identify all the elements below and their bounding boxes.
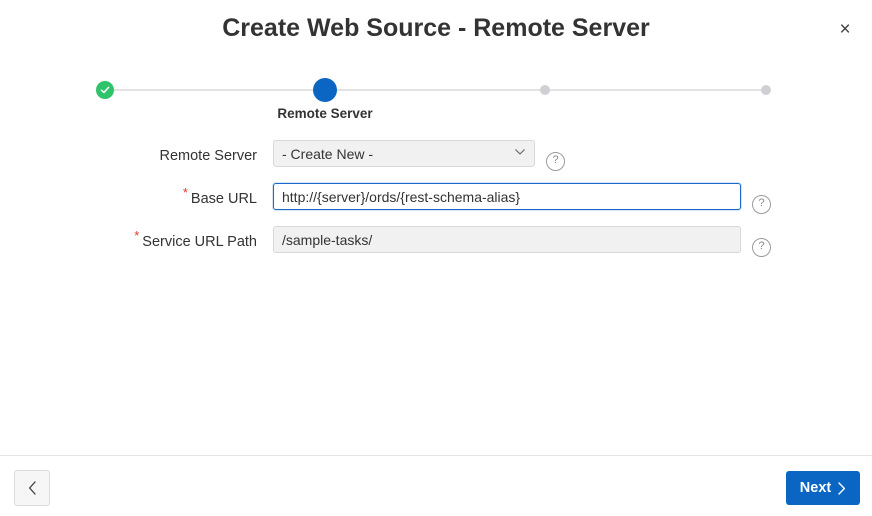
label-service-url-path: *Service URL Path [0, 229, 257, 250]
active-step-dot [313, 78, 337, 102]
form-row-base-url: *Base URL ? [0, 183, 872, 226]
wizard-stepper: Remote Server [96, 76, 776, 126]
step-1-completed[interactable] [96, 76, 114, 99]
chevron-left-icon [28, 481, 36, 495]
required-marker: * [182, 185, 188, 201]
control-service-url-path [273, 226, 741, 253]
base-url-input[interactable] [273, 183, 741, 210]
form-row-remote-server: Remote Server - Create New - ? [0, 140, 872, 183]
service-url-path-input[interactable] [273, 226, 741, 253]
check-icon [100, 86, 110, 94]
pending-step-dot [540, 85, 550, 95]
help-icon-remote-server[interactable]: ? [546, 152, 565, 171]
control-remote-server: - Create New - [273, 140, 535, 167]
control-base-url [273, 183, 741, 210]
close-icon[interactable]: × [831, 15, 859, 43]
remote-server-select-wrap[interactable]: - Create New - [273, 140, 535, 167]
pending-step-dot [761, 85, 771, 95]
footer-divider [0, 455, 872, 456]
required-marker: * [134, 228, 140, 244]
label-base-url-text: Base URL [190, 191, 257, 207]
step-2-active[interactable]: Remote Server [277, 76, 373, 121]
next-button[interactable]: Next [786, 471, 860, 505]
help-icon-service-url-path[interactable]: ? [752, 238, 771, 257]
chevron-right-icon [838, 481, 846, 495]
check-circle-icon [96, 81, 114, 99]
label-service-url-path-text: Service URL Path [142, 234, 257, 250]
step-3-pending[interactable] [540, 76, 550, 95]
next-button-label: Next [799, 480, 832, 496]
remote-server-select[interactable]: - Create New - [273, 140, 535, 167]
web-source-form: Remote Server - Create New - ? *Base URL… [0, 140, 872, 269]
back-button[interactable] [14, 470, 50, 506]
step-label-remote-server: Remote Server [277, 106, 373, 121]
stepper-track [105, 89, 767, 91]
label-remote-server: Remote Server [159, 148, 257, 164]
step-4-pending[interactable] [761, 76, 771, 95]
form-row-service-url-path: *Service URL Path ? [0, 226, 872, 269]
dialog-header: Create Web Source - Remote Server × [0, 0, 872, 62]
label-base-url: *Base URL [0, 186, 257, 207]
page-title: Create Web Source - Remote Server [222, 14, 650, 42]
help-icon-base-url[interactable]: ? [752, 195, 771, 214]
